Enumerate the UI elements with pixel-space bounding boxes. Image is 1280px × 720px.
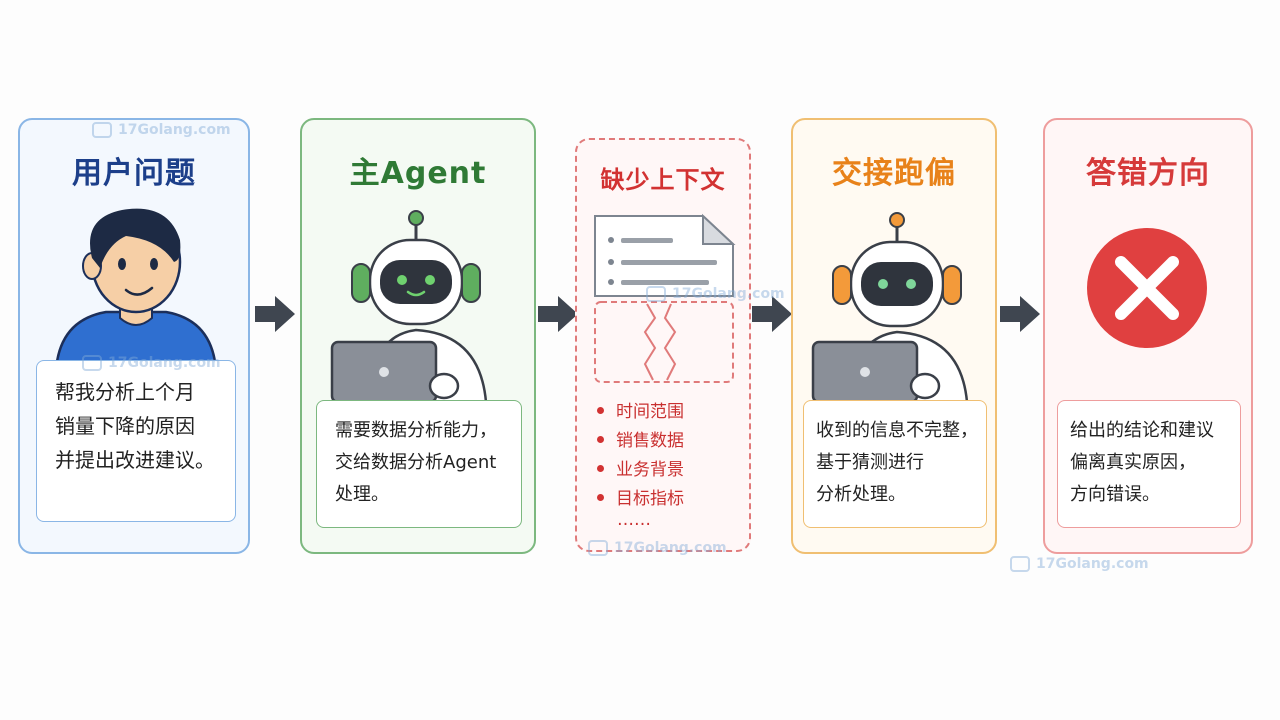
watermark-logo: 17Golang.com [588,540,727,556]
panel-handoff-deviation: 交接跑偏 收到的信息不完整， 基于猜测进行 分析处理。 [791,118,997,554]
watermark-logo: 17Golang.com [1010,556,1149,572]
list-ellipsis: …… [617,510,651,530]
panel-title: 缺少上下文 [600,166,726,194]
arrow-right-icon [255,296,295,332]
bullet-icon [597,464,604,472]
error-x-icon [1087,228,1207,348]
main-agent-text: 需要数据分析能力， 交给数据分析Agent 处理。 [316,400,522,528]
missing-context-list: 时间范围 销售数据 业务背景 目标指标 [597,398,684,514]
robot-green-icon [330,210,488,404]
panel-title: 交接跑偏 [832,156,956,191]
panel-main-agent: 主Agent 需要数据分析能力， 交给数据分析Agent 处理。 [300,118,536,554]
panel-title: 主Agent [349,156,487,191]
arrow-right-icon [752,296,792,332]
watermark-logo: 17Golang.com [82,355,221,371]
panel-title: 答错方向 [1086,156,1210,191]
bullet-icon [597,435,604,443]
list-item: 时间范围 [597,398,684,427]
panel-user-question: 用户问题 帮我分析上个月 销量下降的原因 并提出改进建议。 [18,118,250,554]
user-question-text: 帮我分析上个月 销量下降的原因 并提出改进建议。 [36,360,236,522]
robot-orange-icon [811,212,969,404]
arrow-right-icon [538,296,578,332]
panel-title: 用户问题 [72,156,196,191]
watermark-logo: 17Golang.com [92,122,231,138]
panel-missing-context: 缺少上下文 时间范围 销售数据 业务背景 目标指标 …… [575,138,751,552]
handoff-text: 收到的信息不完整， 基于猜测进行 分析处理。 [803,400,987,528]
arrow-right-icon [1000,296,1040,332]
wrong-direction-text: 给出的结论和建议 偏离真实原因， 方向错误。 [1057,400,1241,528]
bullet-icon [597,406,604,414]
list-item: 目标指标 [597,485,684,514]
bullet-icon [597,493,604,501]
list-item: 业务背景 [597,456,684,485]
list-item: 销售数据 [597,427,684,456]
broken-document-icon [594,213,736,383]
watermark-logo: 17Golang.com [646,286,785,302]
user-avatar-icon [56,208,216,370]
panel-wrong-direction: 答错方向 给出的结论和建议 偏离真实原因， 方向错误。 [1043,118,1253,554]
